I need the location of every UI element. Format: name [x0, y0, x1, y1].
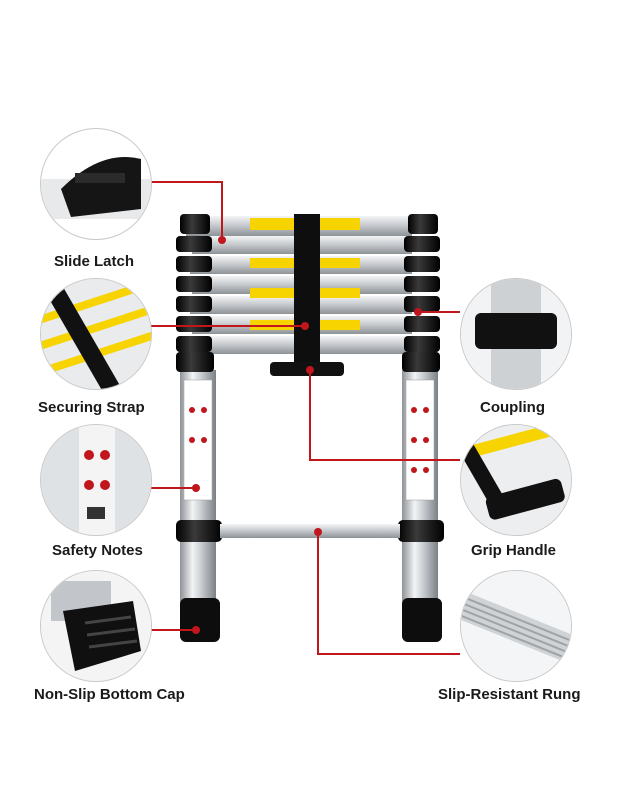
detail-circle-coupling — [460, 278, 572, 390]
detail-circle-securing-strap — [40, 278, 152, 390]
detail-circle-slide-latch — [40, 128, 152, 240]
label-slide-latch: Slide Latch — [54, 253, 135, 270]
securing-strap — [294, 214, 320, 364]
label-securing-strap: Securing Strap — [38, 399, 145, 416]
right-couplings — [402, 214, 440, 372]
label-coupling: Coupling — [480, 399, 545, 416]
label-grip-handle: Grip Handle — [471, 542, 557, 559]
detail-circle-safety-notes — [40, 424, 152, 536]
label-non-slip-bottom-cap: Non-Slip Bottom Cap — [34, 686, 185, 703]
detail-circle-grip-handle — [460, 424, 572, 536]
left-bottom-cap — [180, 598, 220, 642]
detail-circle-slip-resistant-rung — [460, 570, 572, 682]
callout-lines — [150, 181, 460, 655]
safety-stickers — [183, 379, 435, 501]
label-slip-resistant-rung: Slip-Resistant Rung — [438, 686, 581, 703]
bottom-rung — [220, 524, 400, 538]
detail-circle-non-slip-bottom-cap — [40, 570, 152, 682]
right-bottom-cap — [402, 598, 442, 642]
callout-dots — [192, 236, 422, 634]
left-couplings — [176, 214, 214, 372]
label-safety-notes: Safety Notes — [52, 542, 143, 559]
